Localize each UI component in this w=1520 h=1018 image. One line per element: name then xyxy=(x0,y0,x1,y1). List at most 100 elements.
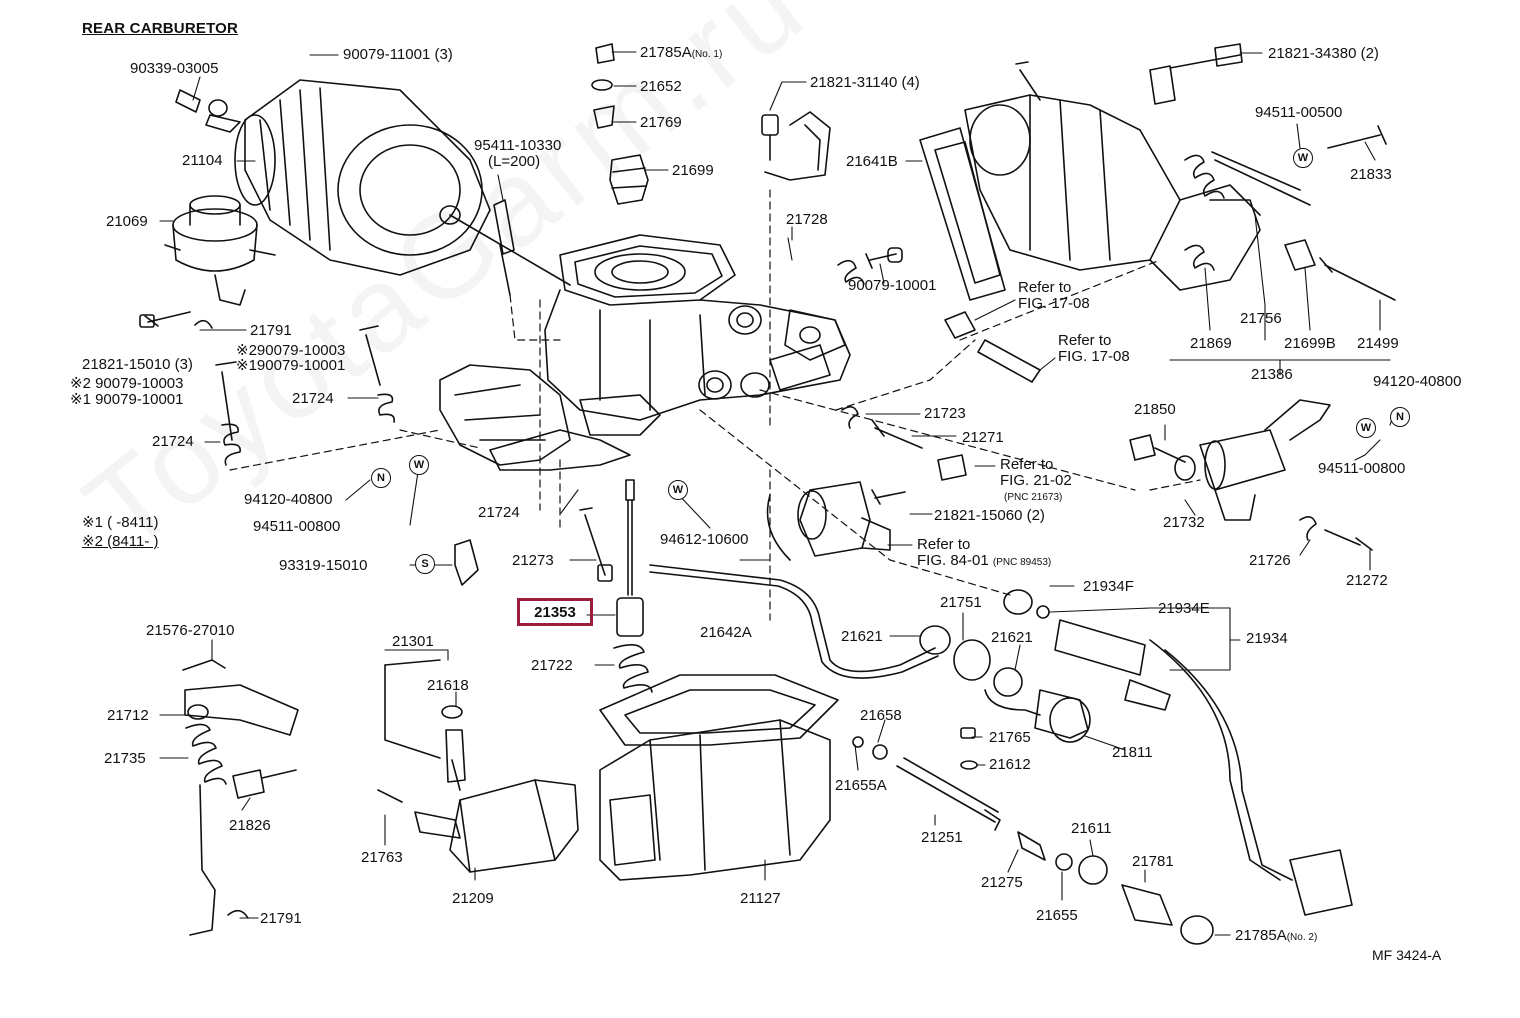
callout-94612-10600: 94612-10600 xyxy=(660,531,749,548)
callout-21732: 21732 xyxy=(1163,514,1205,531)
refer-pnc-3: (PNC 21673) xyxy=(1004,492,1063,503)
callout-21781: 21781 xyxy=(1132,853,1174,870)
assembly-dashed-lines xyxy=(229,189,1201,621)
callout-21785a-no1: 21785A(No. 1) xyxy=(640,44,723,61)
w-badge-icon: W xyxy=(409,455,429,475)
accelerator-rod-assembly xyxy=(182,659,299,936)
s-badge-icon: S xyxy=(415,554,435,574)
callout-21724-b: 21724 xyxy=(152,433,194,450)
actuator-housing xyxy=(175,79,571,286)
callout-21723: 21723 xyxy=(924,405,966,422)
callout-94511-00800-left: 94511-00800 xyxy=(253,518,341,535)
callout-21785a-no2: 21785A(No. 2) xyxy=(1235,927,1318,944)
callout-21273: 21273 xyxy=(512,552,554,569)
callout-x2-90079-10003: ※290079-10003 xyxy=(236,342,346,359)
callout-21821-15010: 21821-15010 (3) xyxy=(82,356,193,373)
diagram-title: REAR CARBURETOR xyxy=(82,20,239,37)
n-badge-icon: N xyxy=(371,468,391,488)
callout-21765: 21765 xyxy=(989,729,1031,746)
carburetor-body xyxy=(439,234,851,471)
callout-x1-90079-10001-left: ※1 90079-10001 xyxy=(70,391,184,408)
callout-21826: 21826 xyxy=(229,817,271,834)
callout-21821-31140: 21821-31140 (4) xyxy=(810,74,920,91)
callout-21642a: 21642A xyxy=(700,624,752,641)
w-badge-icon: W xyxy=(668,480,688,500)
callout-21301: 21301 xyxy=(392,633,434,650)
callout-21069: 21069 xyxy=(106,213,148,230)
needle-21353 xyxy=(613,479,653,693)
callout-94511-00800-right: 94511-00800 xyxy=(1318,460,1406,477)
callout-21209: 21209 xyxy=(452,890,494,907)
callout-21271: 21271 xyxy=(962,429,1004,446)
callout-21655: 21655 xyxy=(1036,907,1078,924)
callout-21934f: 21934F xyxy=(1083,578,1134,595)
callout-21726: 21726 xyxy=(1249,552,1291,569)
gasket-21642a xyxy=(599,674,839,746)
w-badge-icon: W xyxy=(1293,148,1313,168)
callout-21821-34380: 21821-34380 (2) xyxy=(1268,45,1379,62)
throttle-lever-21850 xyxy=(1129,399,1373,551)
highlighted-part-number: 21353 xyxy=(534,604,576,621)
callout-21769: 21769 xyxy=(640,114,682,131)
callout-90079-11001: 90079-11001 (3) xyxy=(343,46,453,63)
left-screws xyxy=(139,311,396,466)
refer-figure-4: FIG. 84-01 (PNC 89453) xyxy=(917,552,1052,569)
callout-21722: 21722 xyxy=(531,657,573,674)
refer-figure-1: FIG. 17-08 xyxy=(1018,295,1090,312)
top-small-parts xyxy=(493,43,649,296)
callout-21612: 21612 xyxy=(989,756,1031,773)
fuel-pipe-21751 xyxy=(649,564,1091,743)
sensor-21934 xyxy=(1003,589,1353,916)
callout-21833: 21833 xyxy=(1350,166,1392,183)
callout-21621-b: 21621 xyxy=(991,629,1033,646)
callout-21127: 21127 xyxy=(740,890,781,907)
callout-94511-00500: 94511-00500 xyxy=(1255,104,1343,121)
clip-93319 xyxy=(454,539,479,586)
footnote-2: ※2 (8411- ) xyxy=(82,533,159,550)
footnote-1: ※1 ( -8411) xyxy=(82,514,159,531)
callout-21658: 21658 xyxy=(860,707,902,724)
callout-21104: 21104 xyxy=(182,152,223,169)
callout-21724-a: 21724 xyxy=(292,390,334,407)
callout-21811: 21811 xyxy=(1112,744,1153,761)
leader-lines xyxy=(159,51,1396,936)
callout-21499: 21499 xyxy=(1357,335,1399,352)
float-bowl-21127 xyxy=(599,719,831,881)
callout-21869: 21869 xyxy=(1190,335,1232,352)
callout-90079-10001: 90079-10001 xyxy=(848,277,937,294)
refer-label-2: Refer to xyxy=(1058,332,1112,349)
callout-x1-90079-10001: ※190079-10001 xyxy=(236,357,346,374)
callout-21275: 21275 xyxy=(981,874,1023,891)
highlighted-part-box[interactable]: 21353 xyxy=(517,598,593,626)
bracket-21821-31140 xyxy=(761,111,831,181)
n-badge-icon: N xyxy=(1390,407,1410,427)
valve-21301 xyxy=(384,659,466,791)
callout-94120-40800-left: 94120-40800 xyxy=(244,491,333,508)
refer-label-4: Refer to xyxy=(917,536,971,553)
callout-93319-15010: 93319-15010 xyxy=(279,557,368,574)
callout-21618: 21618 xyxy=(427,677,469,694)
callout-90339-03005: 90339-03005 xyxy=(130,60,219,77)
callout-21791-bottom: 21791 xyxy=(260,910,302,927)
callout-21251: 21251 xyxy=(921,829,963,846)
callout-21850: 21850 xyxy=(1134,401,1176,418)
callout-21621-a: 21621 xyxy=(841,628,883,645)
callout-21934: 21934 xyxy=(1246,630,1288,647)
vacuum-valve-21069 xyxy=(164,195,276,306)
refer-label-3: Refer to xyxy=(1000,456,1054,473)
w-badge-icon: W xyxy=(1356,418,1376,438)
callout-21791-top: 21791 xyxy=(250,322,292,339)
callout-21386: 21386 xyxy=(1251,366,1293,383)
callout-21934e: 21934E xyxy=(1158,600,1210,617)
callout-21763: 21763 xyxy=(361,849,403,866)
callout-x2-90079-10003-left: ※2 90079-10003 xyxy=(70,375,184,392)
callout-21655a: 21655A xyxy=(835,777,887,794)
callout-21712: 21712 xyxy=(107,707,149,724)
refer-figure-2: FIG. 17-08 xyxy=(1058,348,1130,365)
callout-94120-40800-right: 94120-40800 xyxy=(1373,373,1462,390)
hose-parts xyxy=(944,311,1041,383)
figure-code: MF 3424-A xyxy=(1372,947,1442,963)
callout-95411-10330: 95411-10330 xyxy=(474,137,562,154)
